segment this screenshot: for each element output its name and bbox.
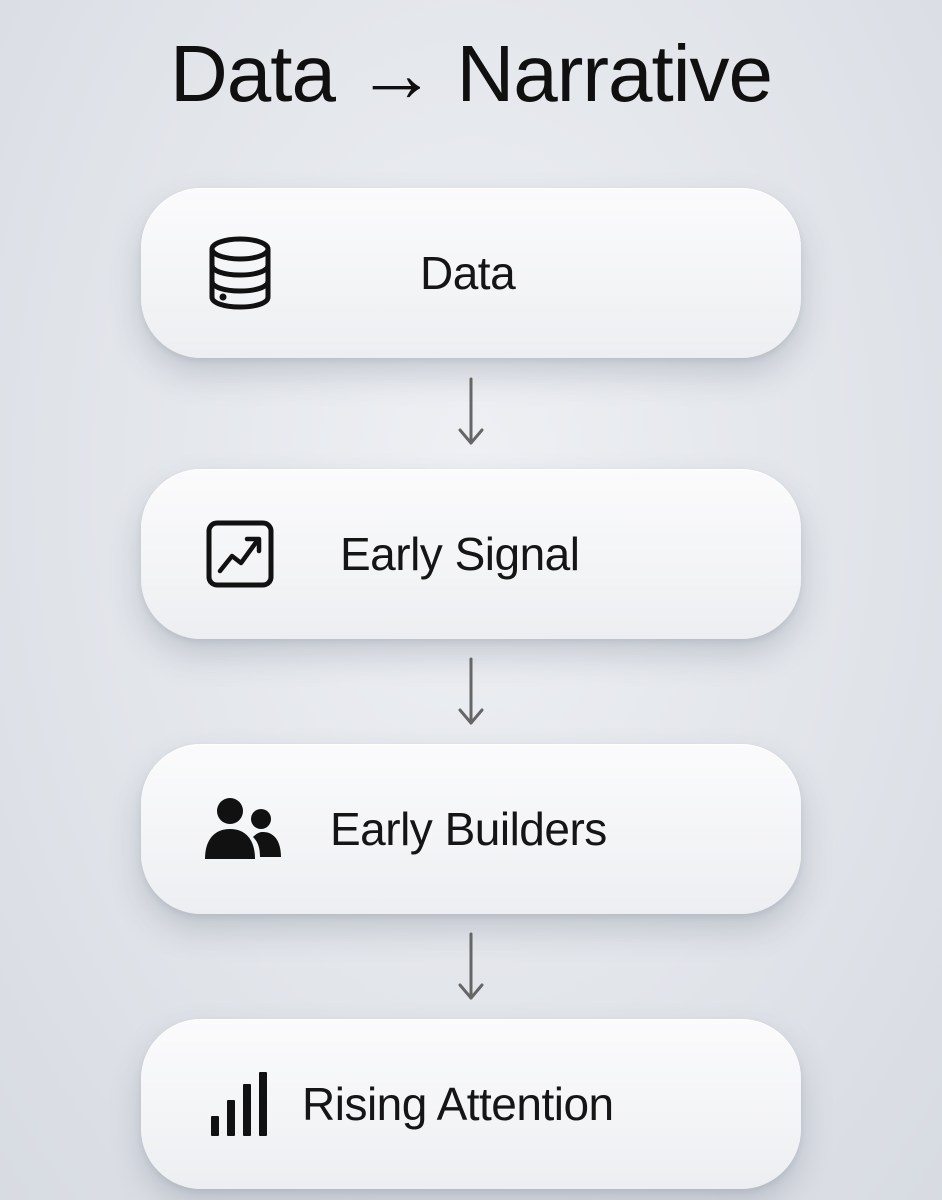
step-card-early-signal: Early Signal (141, 469, 801, 639)
database-icon (209, 236, 271, 310)
step-label-early-builders: Early Builders (330, 803, 607, 855)
users-icon (205, 798, 281, 859)
arrow-down-icon (458, 657, 484, 725)
step-card-rising-attention: Rising Attention (141, 1019, 801, 1189)
step-card-early-builders: Early Builders (141, 744, 801, 914)
trend-chart-icon (206, 520, 274, 588)
arrow-down-icon (458, 377, 484, 445)
step-label-rising-attention: Rising Attention (302, 1078, 614, 1130)
arrow-down-icon (458, 932, 484, 1000)
step-label-data: Data (420, 247, 516, 299)
page-title: Data → Narrative (170, 29, 773, 118)
step-label-early-signal: Early Signal (340, 528, 580, 580)
step-card-data: Data (141, 188, 801, 358)
bar-chart-icon (211, 1072, 267, 1136)
